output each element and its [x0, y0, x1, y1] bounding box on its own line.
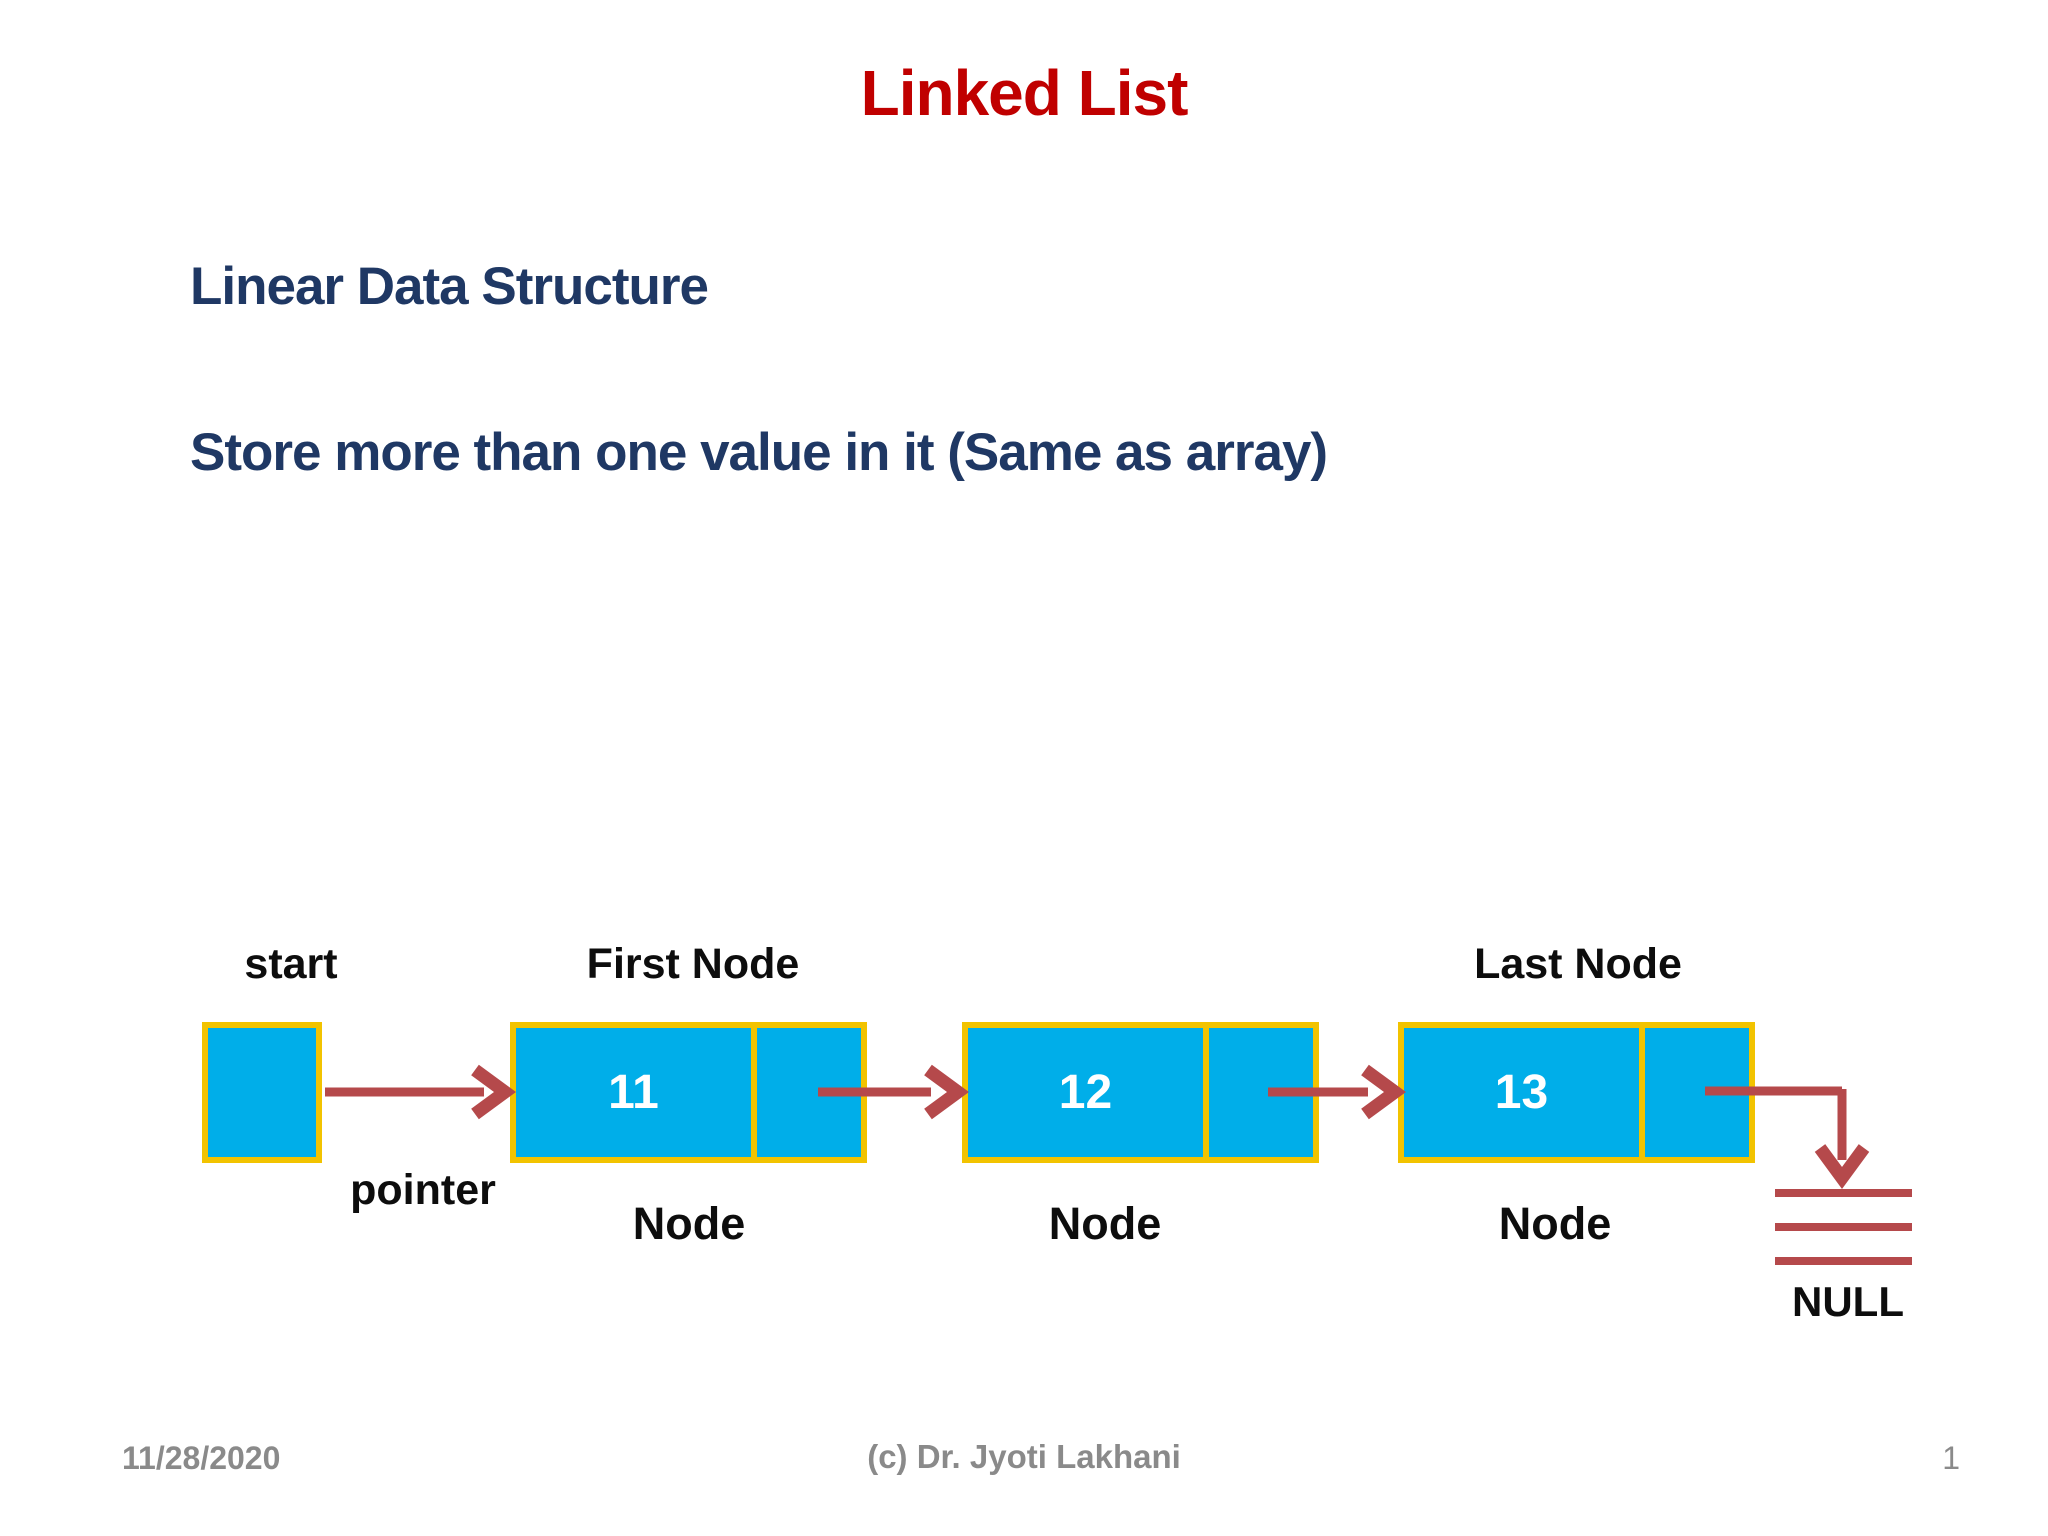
node-1-data-cell: 11	[516, 1028, 751, 1157]
footer-credit: (c) Dr. Jyoti Lakhani	[867, 1438, 1181, 1475]
node-2-caption: Node	[1048, 1198, 1162, 1249]
ground-bar	[1775, 1223, 1912, 1231]
null-label: NULL	[1792, 1278, 1904, 1325]
page-title: Linked List	[860, 57, 1189, 129]
node-2-data-cell: 12	[968, 1028, 1203, 1157]
second-to-last-arrow-icon	[1268, 1064, 1406, 1120]
start-label: start	[244, 940, 338, 988]
footer-date: 11/28/2020	[122, 1440, 281, 1476]
node-2-value: 12	[1058, 1066, 1113, 1119]
last-node-label: Last Node	[1474, 940, 1682, 988]
node-2: 12	[962, 1022, 1319, 1163]
footer-page-number: 1	[1942, 1440, 1960, 1476]
node-1-caption: Node	[632, 1198, 746, 1249]
pointer-label: pointer	[350, 1166, 496, 1214]
node-1: 11	[510, 1022, 867, 1163]
ground-bar	[1775, 1257, 1912, 1265]
bullet-linear-data-structure: Linear Data Structure	[190, 257, 709, 316]
null-ground-icon	[1775, 1189, 1912, 1291]
node-1-value: 11	[608, 1066, 659, 1119]
node-3-value: 13	[1494, 1066, 1549, 1119]
node-3-data-cell: 13	[1404, 1028, 1639, 1157]
first-node-label: First Node	[586, 940, 800, 988]
start-to-first-arrow-icon	[325, 1064, 516, 1120]
last-to-null-arrow-icon	[1705, 1086, 1870, 1189]
node-3: 13	[1398, 1022, 1755, 1163]
first-to-second-arrow-icon	[818, 1064, 969, 1120]
start-pointer-box	[202, 1022, 322, 1163]
ground-bar	[1775, 1189, 1912, 1197]
node-3-caption: Node	[1498, 1198, 1612, 1249]
bullet-store-values: Store more than one value in it (Same as…	[190, 423, 1328, 482]
